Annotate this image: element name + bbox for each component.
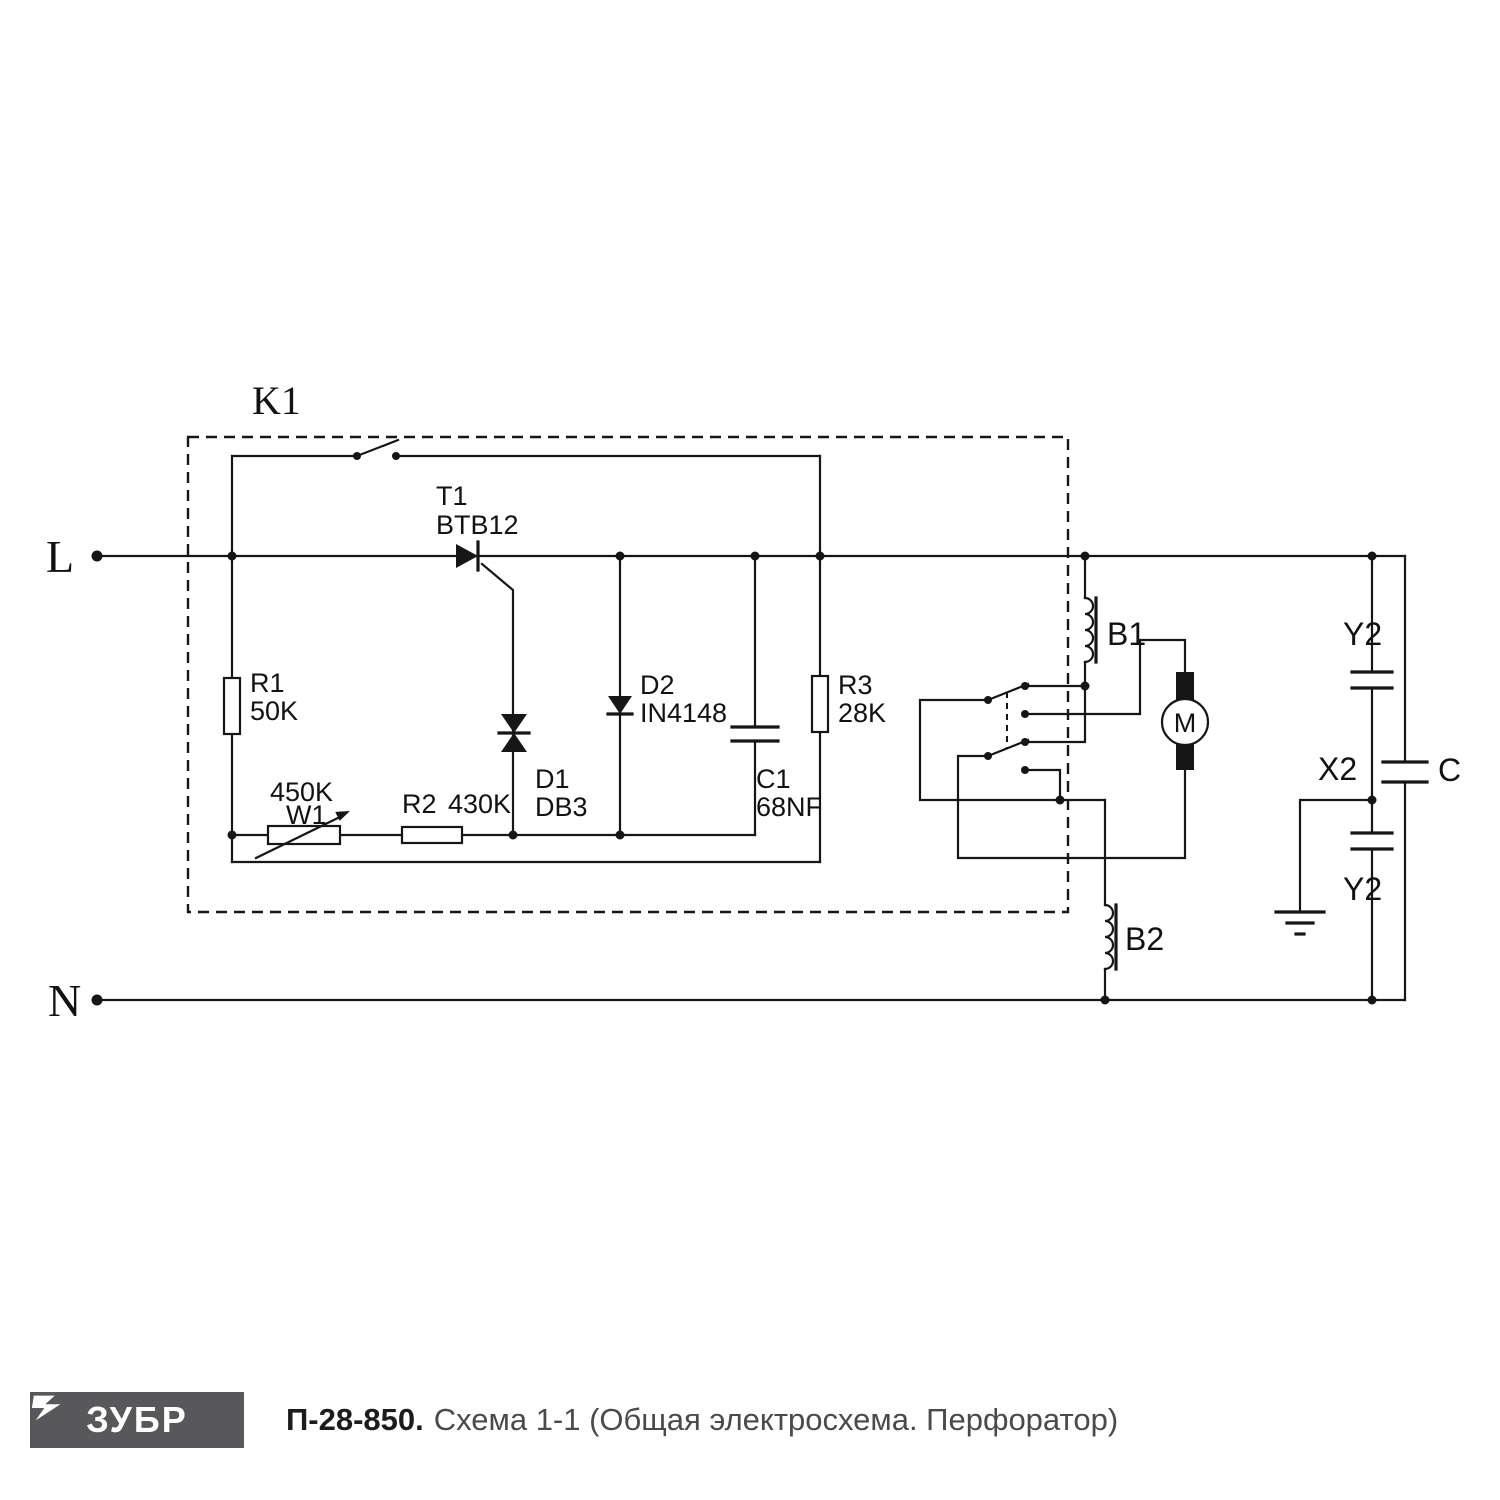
motor-brush-bottom: [1176, 742, 1194, 770]
b2-label: B2: [1125, 921, 1164, 957]
c1-value: 68NF: [756, 792, 822, 822]
b1-label: B1: [1107, 616, 1146, 652]
d1-name: D1: [535, 764, 570, 794]
w1-value: 450K: [270, 777, 333, 807]
r3-value: 28K: [838, 698, 886, 728]
r2-name: R2: [402, 789, 437, 819]
t1-name: T1: [436, 481, 468, 511]
junction-dot: [1055, 795, 1065, 805]
footer: ЗУБР П-28-850. Схема 1-1 (Общая электросх…: [30, 1392, 1118, 1448]
triac-t1-triangle: [456, 544, 478, 568]
b1-coil: [1083, 596, 1095, 664]
model-number: П-28-850.: [286, 1402, 424, 1437]
diac-d1-upper: [501, 714, 527, 733]
junction-dot: [1367, 551, 1377, 561]
k1-components: [222, 540, 830, 860]
triac-gate-wire: [480, 562, 515, 837]
junction-dot: [615, 551, 625, 561]
resistor-r1: [222, 676, 242, 736]
d1-value: DB3: [535, 792, 588, 822]
resistor-r2: [400, 825, 464, 845]
junction-dot: [508, 830, 518, 840]
brand-name: ЗУБР: [86, 1399, 188, 1440]
contact-wire-lower: [1023, 768, 1062, 802]
earth-tap-wire: [1298, 798, 1374, 914]
junction-dot: [615, 830, 625, 840]
junction-dot: [1080, 681, 1090, 691]
w1-name: W1: [286, 800, 327, 830]
junction-dots: [227, 551, 1377, 1005]
live-label: L: [46, 531, 74, 582]
junction-dot: [227, 830, 237, 840]
b2-coil: [1103, 903, 1115, 971]
junction-dot: [1367, 795, 1377, 805]
brand-logo: ЗУБР: [30, 1392, 244, 1448]
k1-module-label: K1: [252, 378, 301, 423]
r1-value: 50K: [250, 696, 298, 726]
pole2-wire: [956, 754, 1187, 860]
x2-label: X2: [1318, 751, 1357, 787]
labels: L N K1 T1 BTB12 R1 50K 450K W1 R2 430K D…: [46, 378, 1461, 1026]
neutral-label: N: [48, 975, 81, 1026]
caption-text: Схема 1-1 (Общая электросхема. Перфорато…: [433, 1402, 1119, 1437]
b1-lead-bottom: [1023, 660, 1087, 688]
filter-block: [1274, 554, 1429, 1002]
r2-value: 430K: [448, 789, 511, 819]
contact-wire-cross: [1023, 684, 1087, 744]
y2-top-label: Y2: [1343, 616, 1382, 652]
k1-switch-arm: [355, 438, 400, 458]
c-label: C: [1438, 752, 1461, 788]
motor-brush-top: [1176, 672, 1194, 700]
c1-name: C1: [756, 764, 791, 794]
pole1-wire: [918, 698, 1107, 802]
k1-wiring: [230, 438, 822, 864]
potentiometer-arrow: [254, 813, 346, 860]
switch-contact-dot: [353, 452, 361, 460]
neutral-terminal-dot: [91, 994, 103, 1006]
switch-contact-dot: [1021, 682, 1029, 690]
junction-dot: [1367, 995, 1377, 1005]
k1-module-box: [186, 435, 1070, 914]
potentiometer-arrowhead: [335, 811, 350, 821]
brand-arrow-icon: [31, 1395, 61, 1421]
junction-dot: [1080, 551, 1090, 561]
junction-dot: [227, 551, 237, 561]
live-terminal-dot: [91, 550, 103, 562]
motor-circuit: [918, 554, 1210, 1002]
schematic-caption: П-28-850. Схема 1-1 (Общая электросхема. …: [286, 1402, 1118, 1438]
motor-label: M: [1174, 708, 1197, 738]
contact-wire-upper: [1023, 638, 1187, 716]
junction-dot: [750, 551, 760, 561]
junction-dot: [815, 551, 825, 561]
y2-bottom-label: Y2: [1343, 871, 1382, 907]
diac-d1-lower: [501, 733, 527, 752]
junction-dot: [1100, 995, 1110, 1005]
resistor-r3: [810, 674, 830, 734]
d2-name: D2: [640, 670, 675, 700]
motor-body: [1160, 697, 1210, 747]
d2-value: IN4148: [640, 698, 727, 728]
r1-name: R1: [250, 668, 285, 698]
switch-contact-dot: [392, 452, 400, 460]
t1-value: BTB12: [436, 510, 519, 540]
diode-d2-triangle: [608, 696, 632, 714]
r3-name: R3: [838, 670, 873, 700]
